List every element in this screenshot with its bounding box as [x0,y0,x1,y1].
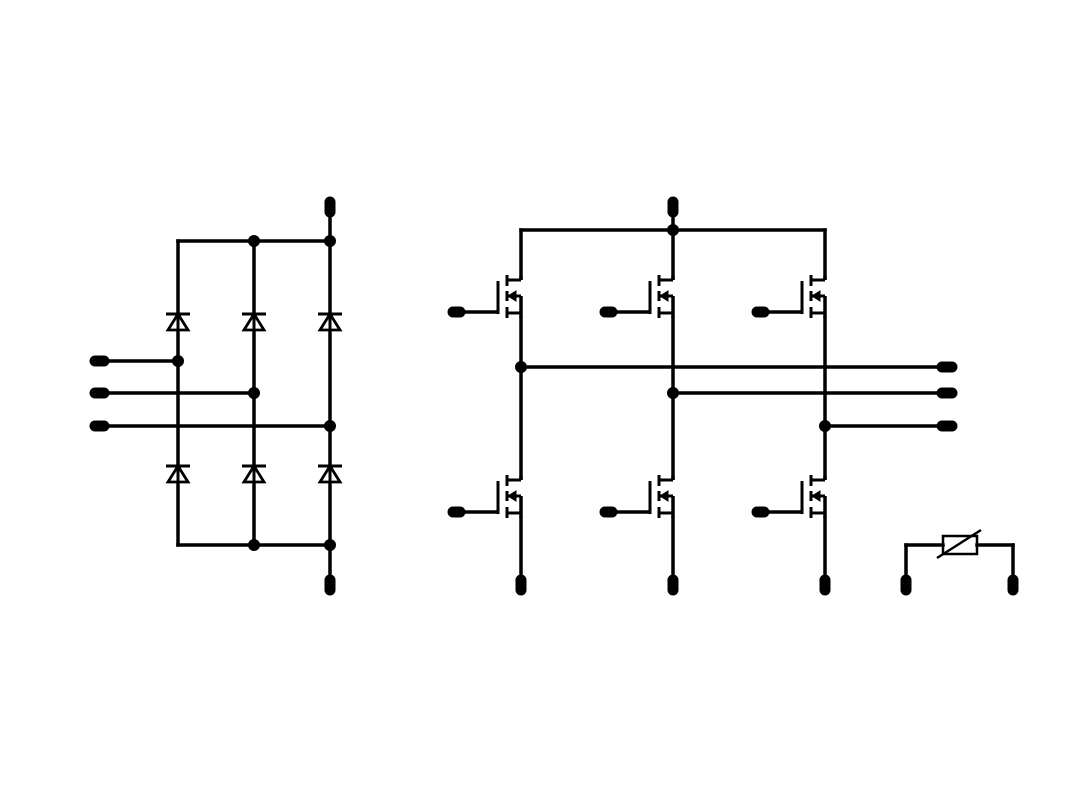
rectifier-wiring [102,210,332,582]
junction-dot [515,361,527,373]
junction-dot [667,224,679,236]
junction-dot [324,539,336,551]
diode-6 [317,463,343,484]
mosfet-4 [447,475,523,518]
junction-dot [248,235,260,247]
rectifier-pins [89,196,336,596]
thermistor [900,528,1019,596]
diode-5 [241,463,267,484]
mosfet-3 [751,275,827,318]
diode-2 [241,311,267,332]
rectifier-junctions [172,235,336,551]
junction-dot [248,539,260,551]
junction-dot [248,387,260,399]
diode-1 [165,311,191,332]
inverter-pins [515,196,958,596]
junction-dot [172,355,184,367]
thermistor-body [941,534,979,556]
junction-dot [819,420,831,432]
inverter-mosfets [447,275,827,518]
mosfet-5 [599,475,675,518]
mosfet-2 [599,275,675,318]
inverter-junctions [515,224,831,432]
diode-4 [165,463,191,484]
diode-3 [317,311,343,332]
mosfet-inverter-bridge [447,196,958,596]
diode-bridge-rectifier [89,196,343,596]
junction-dot [324,420,336,432]
mosfet-1 [447,275,523,318]
junction-dot [324,235,336,247]
thermistor-slash [936,528,982,560]
junction-dot [667,387,679,399]
rectifier-diodes [165,311,343,484]
inverter-wiring [519,210,944,582]
mosfet-6 [751,475,827,518]
